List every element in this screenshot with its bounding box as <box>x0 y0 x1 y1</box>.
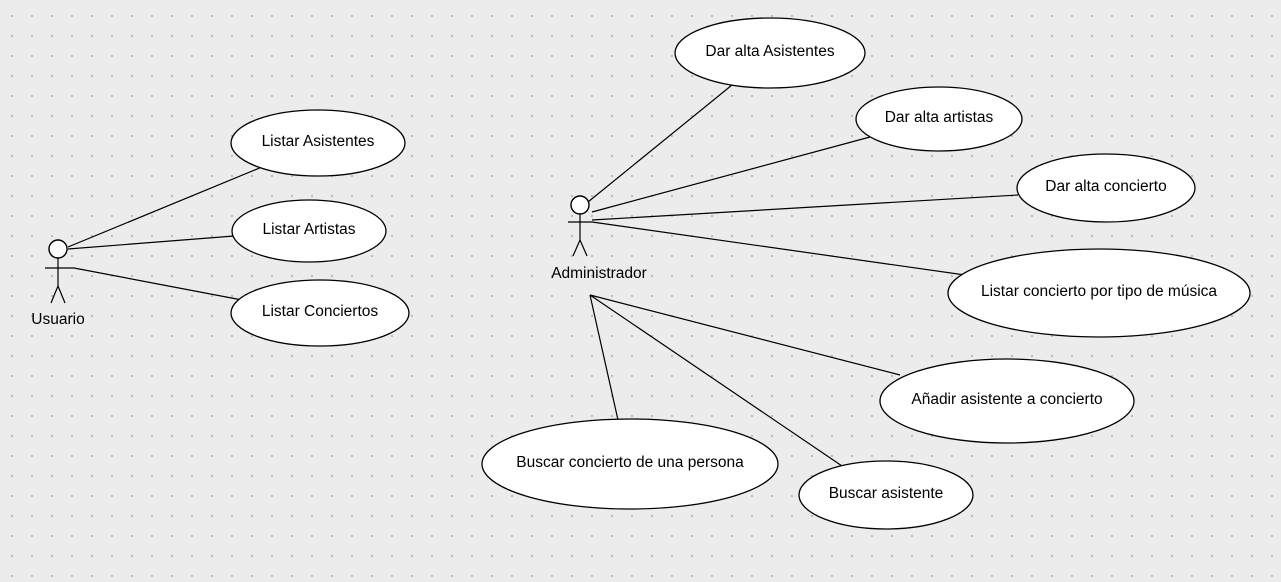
edge-usuario-listar-conciertos <box>73 267 243 301</box>
use-case-listar-concierto-tipo-musica[interactable]: Listar concierto por tipo de música <box>947 248 1251 338</box>
use-case-dar-alta-asistentes[interactable]: Dar alta Asistentes <box>674 17 866 89</box>
use-case-listar-asistentes[interactable]: Listar Asistentes <box>230 109 406 177</box>
actor-administrador-leg-right <box>579 239 588 257</box>
use-case-label: Dar alta artistas <box>885 109 994 126</box>
actor-usuario-head <box>48 239 68 259</box>
actor-administrador-label: Administrador <box>551 265 647 282</box>
use-case-label: Listar Artistas <box>262 221 355 238</box>
edge-admin-dar-alta-asistentes <box>587 84 733 203</box>
actor-usuario[interactable]: Usuario <box>31 239 85 328</box>
edge-admin-buscar-asistente <box>589 294 846 469</box>
edge-admin-dar-alta-concierto <box>591 194 1019 221</box>
use-case-dar-alta-artistas[interactable]: Dar alta artistas <box>855 86 1023 152</box>
use-case-dar-alta-concierto[interactable]: Dar alta concierto <box>1016 153 1196 223</box>
use-case-label: Listar Asistentes <box>262 133 375 150</box>
actor-usuario-leg-right <box>57 285 66 304</box>
use-case-label: Dar alta Asistentes <box>705 43 834 60</box>
use-case-buscar-concierto-persona[interactable]: Buscar concierto de una persona <box>481 418 779 510</box>
use-case-listar-conciertos[interactable]: Listar Conciertos <box>230 279 410 347</box>
edge-admin-listar-concierto-tipo <box>591 221 966 276</box>
edge-usuario-listar-artistas <box>67 235 235 250</box>
use-case-label: Buscar concierto de una persona <box>516 454 744 471</box>
actor-usuario-label: Usuario <box>31 311 84 328</box>
usuario-associations <box>67 166 263 301</box>
use-case-anadir-asistente-concierto[interactable]: Añadir asistente a concierto <box>879 358 1135 444</box>
actor-usuario-leg-left <box>50 285 59 304</box>
administrador-associations <box>587 84 1019 469</box>
use-case-buscar-asistente[interactable]: Buscar asistente <box>798 460 974 530</box>
edge-usuario-listar-asistentes <box>67 166 263 248</box>
use-case-label: Listar Conciertos <box>262 303 379 320</box>
use-case-label: Añadir asistente a concierto <box>911 391 1102 408</box>
actor-administrador[interactable]: Administrador <box>551 195 647 282</box>
edge-admin-dar-alta-artistas <box>591 136 871 213</box>
edge-admin-anadir-asistente <box>589 294 901 376</box>
use-case-label: Listar concierto por tipo de música <box>981 283 1217 300</box>
actor-administrador-head <box>570 195 590 215</box>
use-case-label: Dar alta concierto <box>1045 178 1166 195</box>
use-case-label: Buscar asistente <box>829 485 944 502</box>
edge-admin-buscar-concierto-persona <box>589 294 619 421</box>
actor-administrador-leg-left <box>572 239 581 257</box>
use-case-listar-artistas[interactable]: Listar Artistas <box>231 199 387 263</box>
